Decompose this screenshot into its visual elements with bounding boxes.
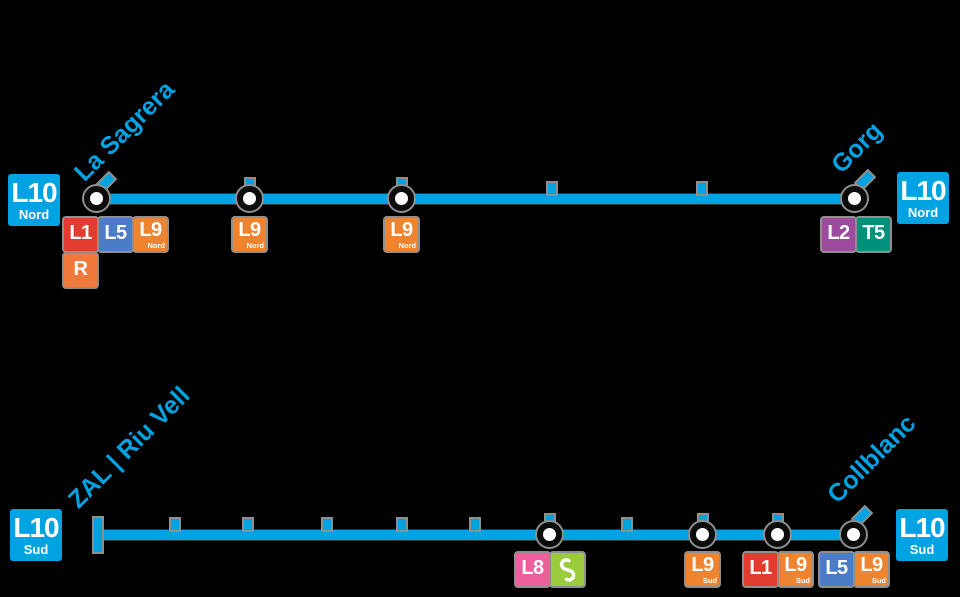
connection-badge-t5: T5 bbox=[857, 218, 890, 251]
terminal-station-label-gorg: Gorg bbox=[825, 116, 888, 179]
station-tick bbox=[323, 519, 331, 530]
interchange-station-marker bbox=[765, 522, 790, 547]
connection-badge-rodalies: R bbox=[64, 254, 97, 287]
line-badge-branch: Sud bbox=[909, 542, 935, 557]
connection-badge-l9-nord: L9 Nord bbox=[385, 218, 418, 251]
line-badge-branch: Nord bbox=[18, 207, 50, 222]
station-tick bbox=[471, 519, 479, 530]
connection-badge-l2: L2 bbox=[822, 218, 855, 251]
interchange-station-marker bbox=[389, 186, 414, 211]
connection-badge-l9-nord: L9 Nord bbox=[134, 218, 167, 251]
metro-line-l10-nord bbox=[97, 194, 855, 204]
station-tick bbox=[244, 519, 252, 530]
interchange-station-marker bbox=[842, 186, 867, 211]
connection-badge-l9-sud: L9 Sud bbox=[686, 553, 719, 586]
station-tick bbox=[171, 519, 179, 530]
metro-line-l10-sud bbox=[98, 530, 854, 540]
connection-badge-l1: L1 bbox=[744, 553, 777, 586]
line-badge-branch: Nord bbox=[907, 205, 939, 220]
station-tick bbox=[548, 183, 556, 194]
connection-badge-l9-nord: L9 Nord bbox=[233, 218, 266, 251]
terminal-station-label-collblanc: Collblanc bbox=[821, 409, 922, 509]
interchange-station-marker bbox=[690, 522, 715, 547]
connection-badge-fgc bbox=[551, 553, 584, 586]
terminus-marker bbox=[94, 518, 102, 552]
line-badge-l10-nord-right: L10 Nord bbox=[897, 172, 949, 224]
station-tick bbox=[623, 519, 631, 530]
terminal-station-label-zal-riu-vell: ZAL | Riu Vell bbox=[62, 381, 196, 514]
line-badge-l10-sud-right: L10 Sud bbox=[896, 509, 948, 561]
interchange-station-marker bbox=[237, 186, 262, 211]
interchange-station-marker bbox=[537, 522, 562, 547]
terminal-station-label-la-sagrera: La Sagrera bbox=[68, 75, 181, 187]
line-badge-l10-sud-left: L10 Sud bbox=[10, 509, 62, 561]
connection-badge-l9-sud: L9 Sud bbox=[779, 553, 812, 586]
line-badge-label: L10 bbox=[13, 512, 59, 543]
connection-badge-l5: L5 bbox=[99, 218, 132, 251]
line-badge-label: L10 bbox=[899, 512, 945, 543]
connection-badge-l1: L1 bbox=[64, 218, 97, 251]
connection-badge-l8: L8 bbox=[516, 553, 549, 586]
fgc-logo-icon bbox=[559, 558, 576, 582]
line-badge-branch: Sud bbox=[23, 542, 49, 557]
line-badge-label: L10 bbox=[11, 177, 57, 208]
line-badge-label: L10 bbox=[900, 175, 946, 206]
station-tick bbox=[698, 183, 706, 194]
interchange-station-marker bbox=[841, 522, 866, 547]
station-tick bbox=[398, 519, 406, 530]
connection-badge-l5: L5 bbox=[820, 553, 853, 586]
connection-badge-l9-sud: L9 Sud bbox=[855, 553, 888, 586]
line-badge-l10-nord-left: L10 Nord bbox=[8, 174, 60, 226]
interchange-station-marker bbox=[84, 186, 109, 211]
